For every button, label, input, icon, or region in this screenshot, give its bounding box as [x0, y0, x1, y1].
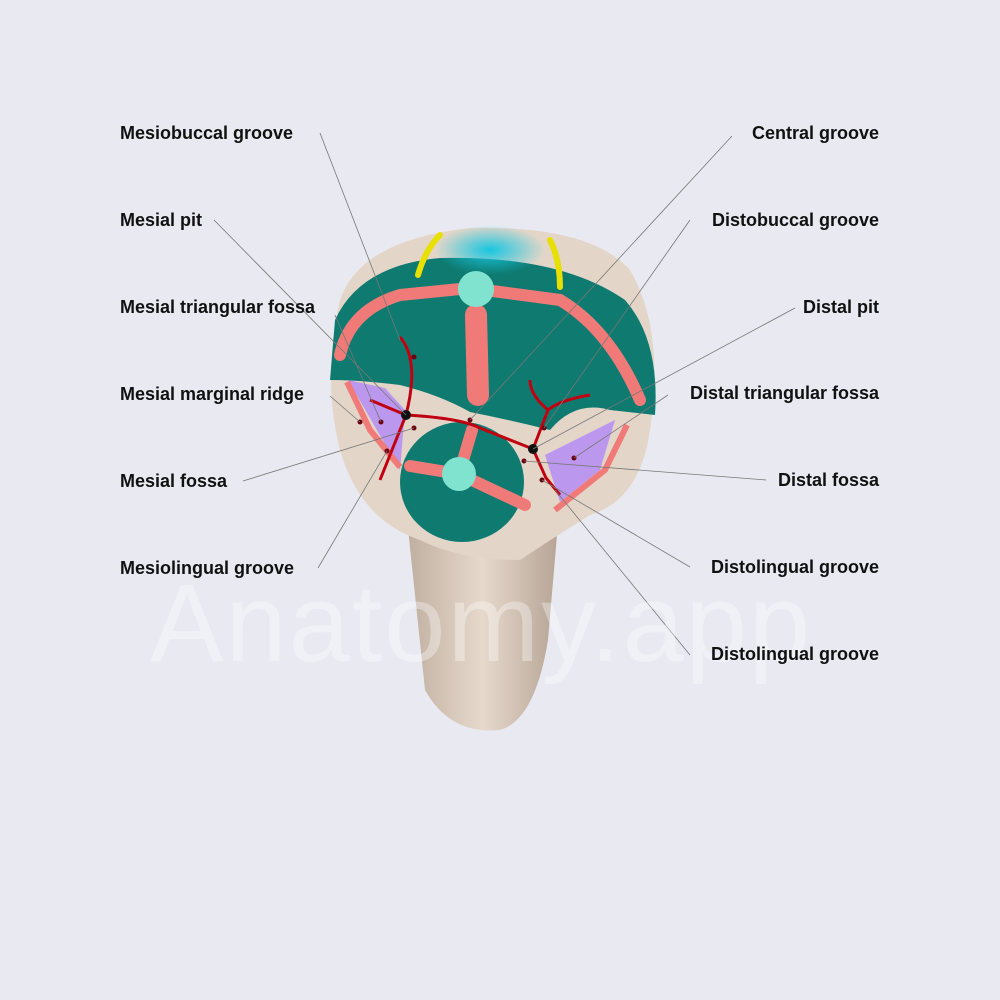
leader-lines	[213, 132, 796, 656]
watermark: Anatomy.app	[150, 562, 813, 685]
central-ridge	[465, 304, 489, 406]
label-mesiolingual-groove: Mesiolingual groove	[120, 558, 295, 578]
label-distolingual-groove-2: Distolingual groove	[710, 644, 879, 664]
label-mesial-fossa: Mesial fossa	[120, 471, 228, 491]
label-mesial-pit: Mesial pit	[120, 210, 203, 230]
label-distal-triangular-fossa: Distal triangular fossa	[689, 383, 879, 403]
label-mesial-triangular-fossa: Mesial triangular fossa	[120, 297, 316, 317]
yellow-ridge-left	[415, 232, 443, 278]
buccal-highlight	[435, 225, 545, 275]
label-distolingual-groove: Distolingual groove	[710, 557, 879, 577]
lingual-cusp-tip	[442, 457, 476, 491]
label-mesial-marginal-ridge: Mesial marginal ridge	[120, 384, 305, 404]
label-distobuccal-groove: Distobuccal groove	[711, 210, 879, 230]
distal-marginal-ridge	[553, 423, 630, 513]
distal-fossa-shape	[545, 420, 615, 502]
buccal-cusp-tip	[458, 271, 494, 307]
groove-lines	[369, 336, 591, 496]
label-distal-fossa: Distal fossa	[777, 470, 879, 490]
yellow-ridge-right	[547, 237, 563, 290]
label-central-groove: Central groove	[751, 123, 879, 143]
mesial-fossa-shape	[348, 380, 405, 470]
label-distal-pit: Distal pit	[802, 297, 879, 317]
label-mesiobuccal-groove: Mesiobuccal groove	[120, 123, 294, 143]
buccal-ridge	[334, 282, 646, 406]
